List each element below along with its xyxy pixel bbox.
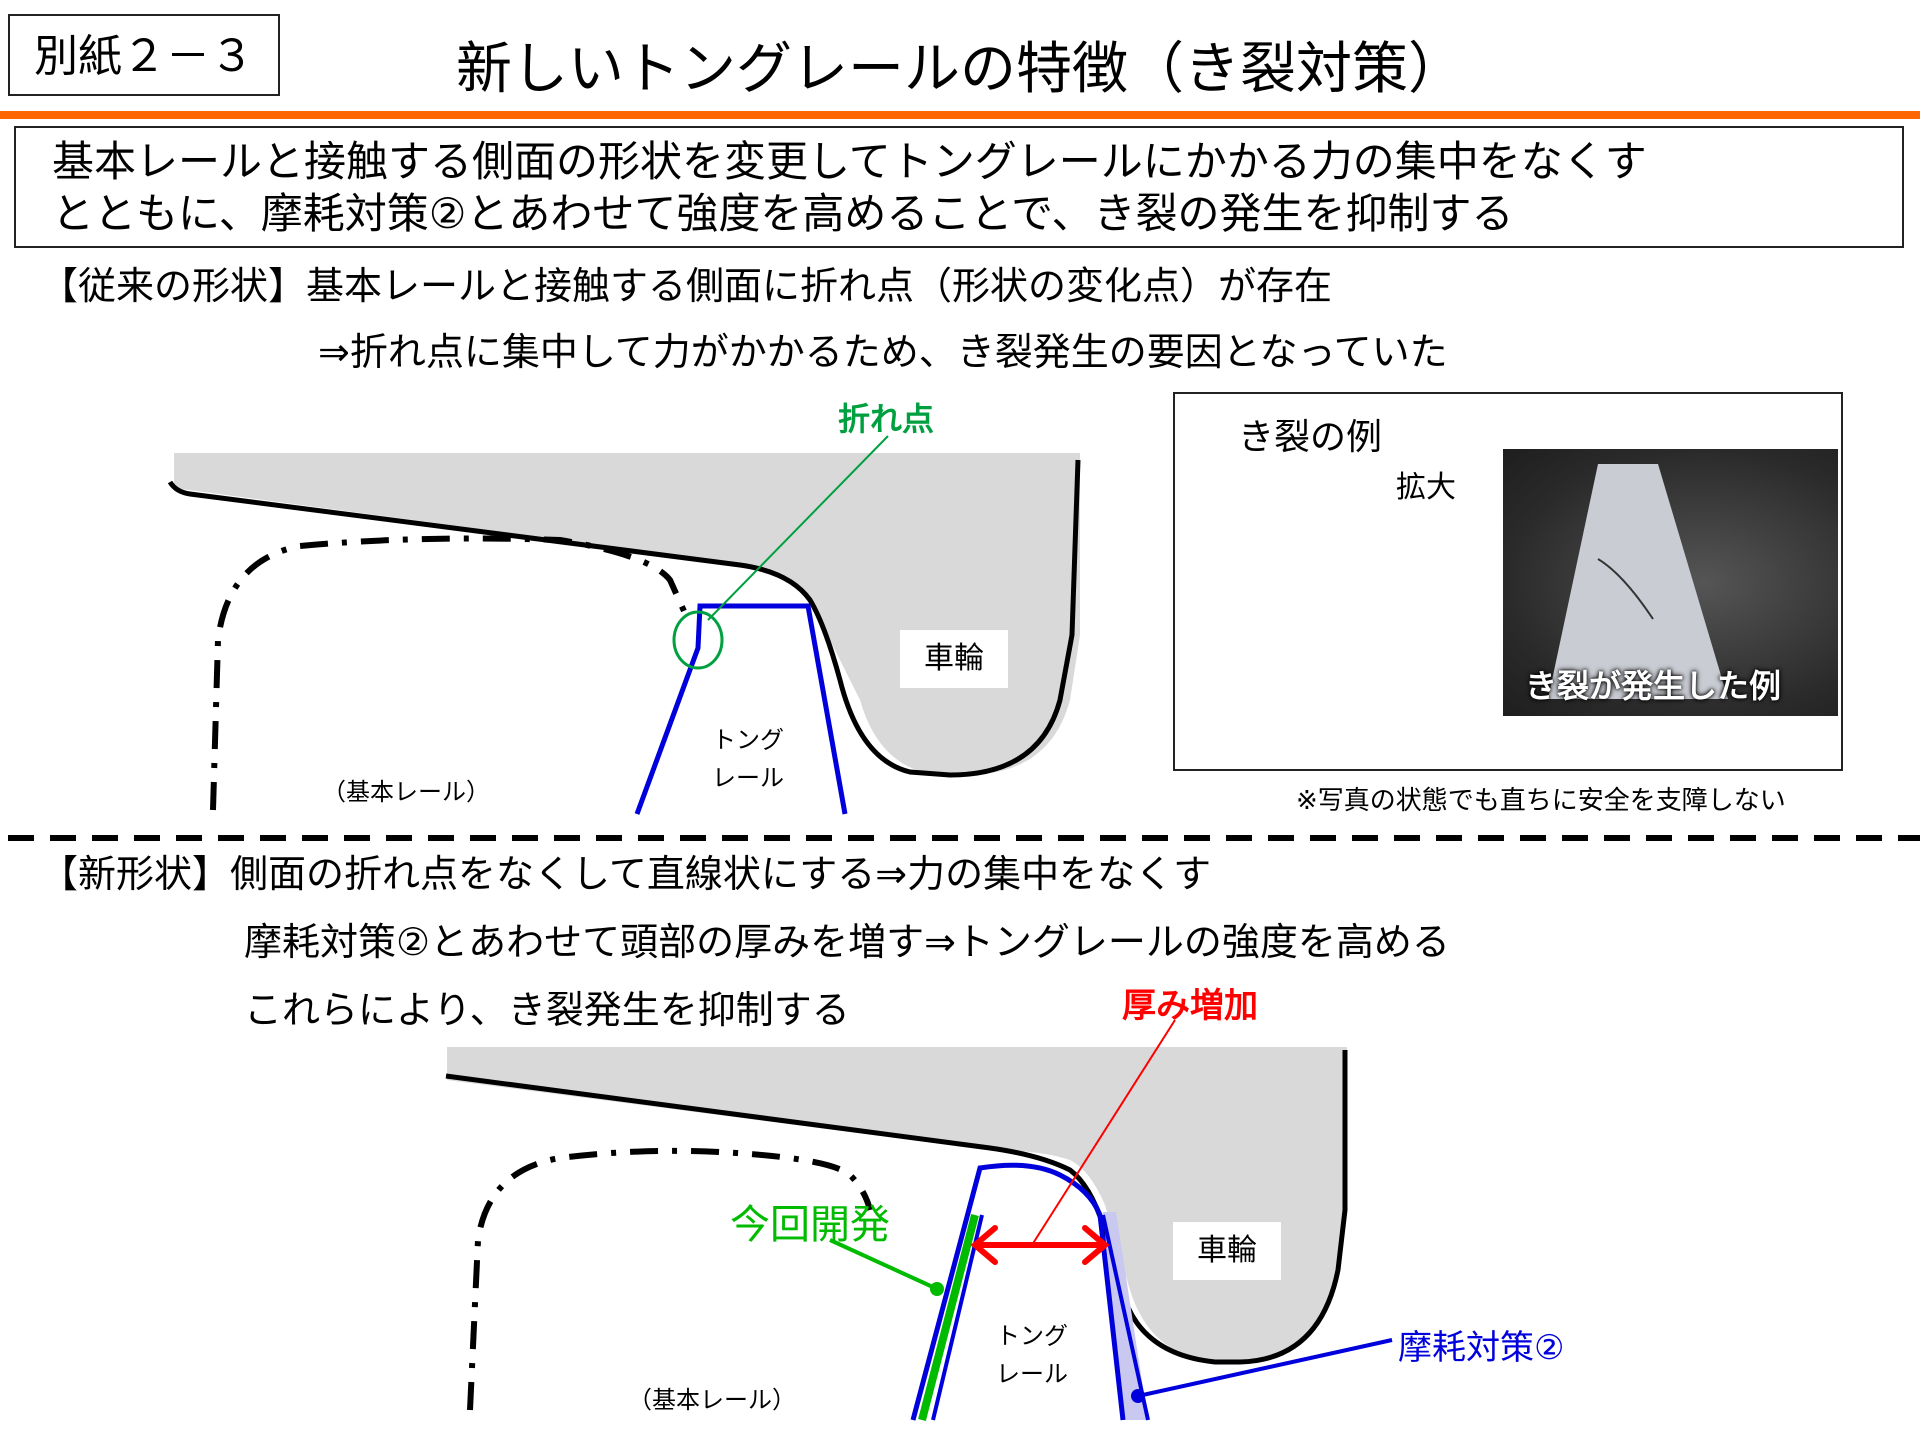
crack-photo: き裂が発生した例 [1503, 449, 1838, 716]
wheel-label-bottom: 車輪 [1173, 1222, 1281, 1280]
tongue-rail-label-top-1: トング [712, 726, 784, 754]
this-development-edge [918, 1213, 979, 1422]
crack-photo-caption: き裂が発生した例 [1525, 667, 1782, 705]
stock-rail-label-bottom: （基本レール） [628, 1386, 796, 1414]
safety-note: ※写真の状態でも直ちに安全を支障しない [1296, 786, 1786, 816]
header-divider [0, 111, 1920, 119]
break-point-label: 折れ点 [838, 400, 935, 438]
summary-line-1: 基本レールと接触する側面の形状を変更してトングレールにかかる力の集中をなくす [52, 137, 1647, 186]
summary-line-2: とともに、摩耗対策②とあわせて強度を高めることで、き裂の発生を抑制する [52, 189, 1514, 238]
stock-rail-label-top: （基本レール） [322, 778, 490, 806]
zoom-label: 拡大 [1396, 470, 1456, 505]
wheel-shape-top [174, 453, 1080, 775]
break-point-circle [672, 610, 724, 670]
page-title: 新しいトングレールの特徴（き裂対策） [456, 37, 1464, 102]
tongue-rail-bottom [910, 1162, 1126, 1421]
attachment-label: 別紙２－３ [34, 31, 254, 82]
this-development-label: 今回開発 [730, 1202, 890, 1248]
thickness-label: 厚み増加 [1122, 986, 1258, 1026]
conventional-heading-1: 【従来の形状】基本レールと接触する側面に折れ点（形状の変化点）が存在 [40, 264, 1333, 308]
tongue-rail-top [634, 603, 848, 815]
stock-rail-outline-bottom [467, 1147, 873, 1411]
tongue-rail-label-bottom-2: レール [996, 1360, 1068, 1388]
summary-box: 基本レールと接触する側面の形状を変更してトングレールにかかる力の集中をなくす と… [14, 126, 1904, 248]
attachment-label-box: 別紙２－３ [8, 14, 280, 96]
conventional-diagram [167, 435, 1081, 815]
new-shape-heading-2: 摩耗対策②とあわせて頭部の厚みを増す⇒トングレールの強度を高める [244, 920, 1450, 964]
crack-example-title: き裂の例 [1238, 417, 1383, 458]
tongue-rail-label-bottom-1: トング [996, 1322, 1068, 1350]
wheel-label-top: 車輪 [900, 630, 1008, 688]
wheel-shape-bottom [447, 1047, 1347, 1363]
new-shape-diagram [445, 1019, 1393, 1422]
crack-photo-image [1548, 464, 1728, 699]
new-shape-heading-3: これらにより、き裂発生を抑制する [244, 988, 850, 1032]
conventional-heading-2: ⇒折れ点に集中して力がかかるため、き裂発生の要因となっていた [318, 330, 1448, 374]
wear-measure-label: 摩耗対策② [1398, 1328, 1565, 1368]
stock-rail-outline-top [210, 535, 691, 811]
new-shape-heading-1: 【新形状】側面の折れ点をなくして直線状にする⇒力の集中をなくす [40, 852, 1212, 896]
tongue-rail-label-top-2: レール [712, 764, 784, 792]
